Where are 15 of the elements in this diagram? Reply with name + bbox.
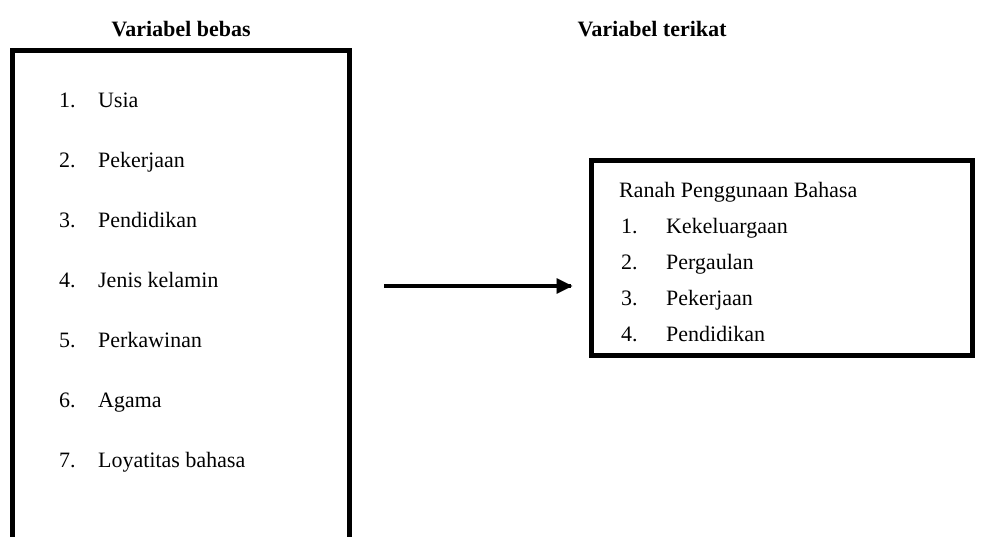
column-heading: Variabel terikat [576, 15, 728, 43]
panel-title: Ranah Penggunaan Bahasa [619, 176, 858, 204]
list-item: 3. Pendidikan [59, 206, 198, 234]
list-item: 1. Usia [59, 86, 140, 114]
arrow [384, 278, 573, 294]
list-item: 2. Pergaulan [621, 248, 755, 276]
list-item: 1. Kekeluargaan [621, 212, 789, 240]
list-item: 7. Loyatitas bahasa [59, 446, 246, 474]
list-item: 3. Pekerjaan [621, 284, 754, 312]
list-item: 6. Agama [59, 386, 163, 414]
column-heading: Variabel bebas [110, 15, 252, 43]
list-item: 4. Jenis kelamin [59, 266, 220, 294]
list-item: 2. Pekerjaan [59, 146, 186, 174]
list-item: 4. Pendidikan [621, 320, 766, 348]
list-item: 5. Perkawinan [59, 326, 203, 354]
